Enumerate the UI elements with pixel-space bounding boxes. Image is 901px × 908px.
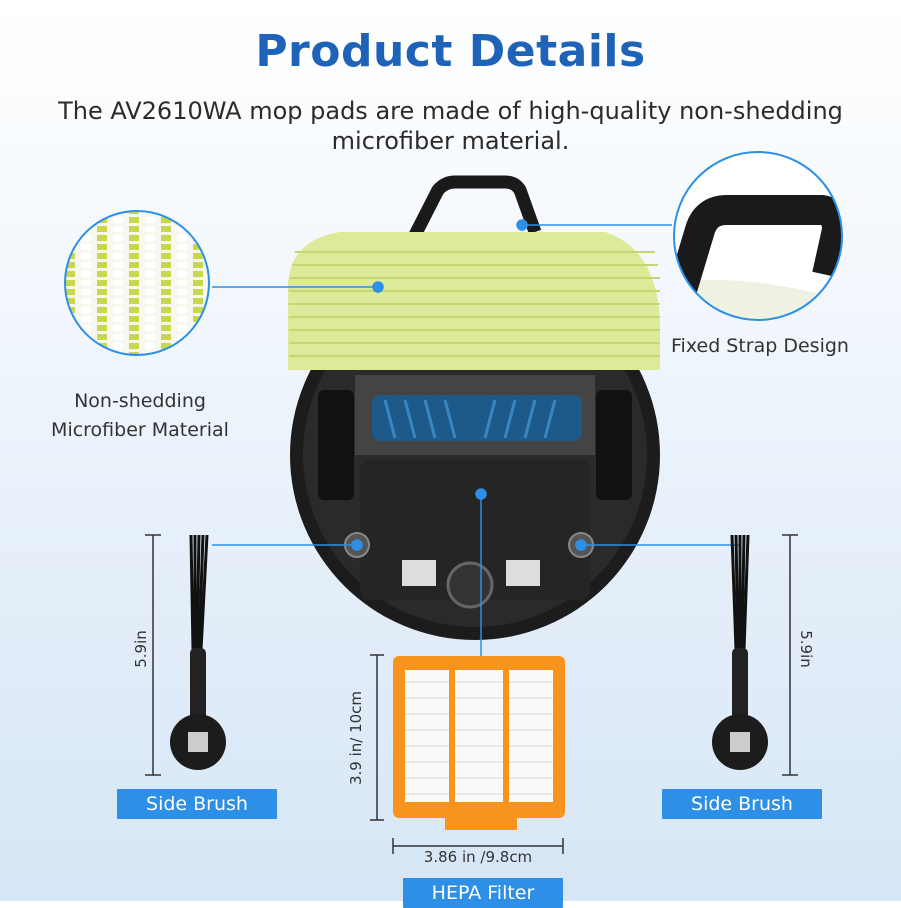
microfiber-label-line1: Non-shedding bbox=[74, 390, 206, 412]
hepa-filter-image bbox=[393, 656, 565, 830]
filter-height-label: 3.9 in/ 10cm bbox=[347, 690, 365, 786]
strap-closeup-image bbox=[673, 151, 843, 321]
strap-label: Fixed Strap Design bbox=[671, 335, 849, 357]
page-title: Product Details bbox=[255, 26, 646, 77]
side-brush-right-image bbox=[712, 534, 798, 776]
filter-width-label: 3.86 in /9.8cm bbox=[423, 848, 533, 866]
microfiber-label-line2: Microfiber Material bbox=[51, 419, 229, 441]
hepa-filter-badge: HEPA Filter bbox=[403, 878, 563, 908]
page-subtitle: The AV2610WA mop pads are made of high-q… bbox=[58, 97, 843, 155]
microfiber-label: Non-shedding Microfiber Material bbox=[30, 387, 250, 445]
side-brush-left-badge: Side Brush bbox=[117, 789, 277, 819]
side-brush-left-image bbox=[145, 534, 226, 776]
side-brush-right-badge: Side Brush bbox=[662, 789, 822, 819]
microfiber-closeup-image bbox=[64, 210, 210, 356]
